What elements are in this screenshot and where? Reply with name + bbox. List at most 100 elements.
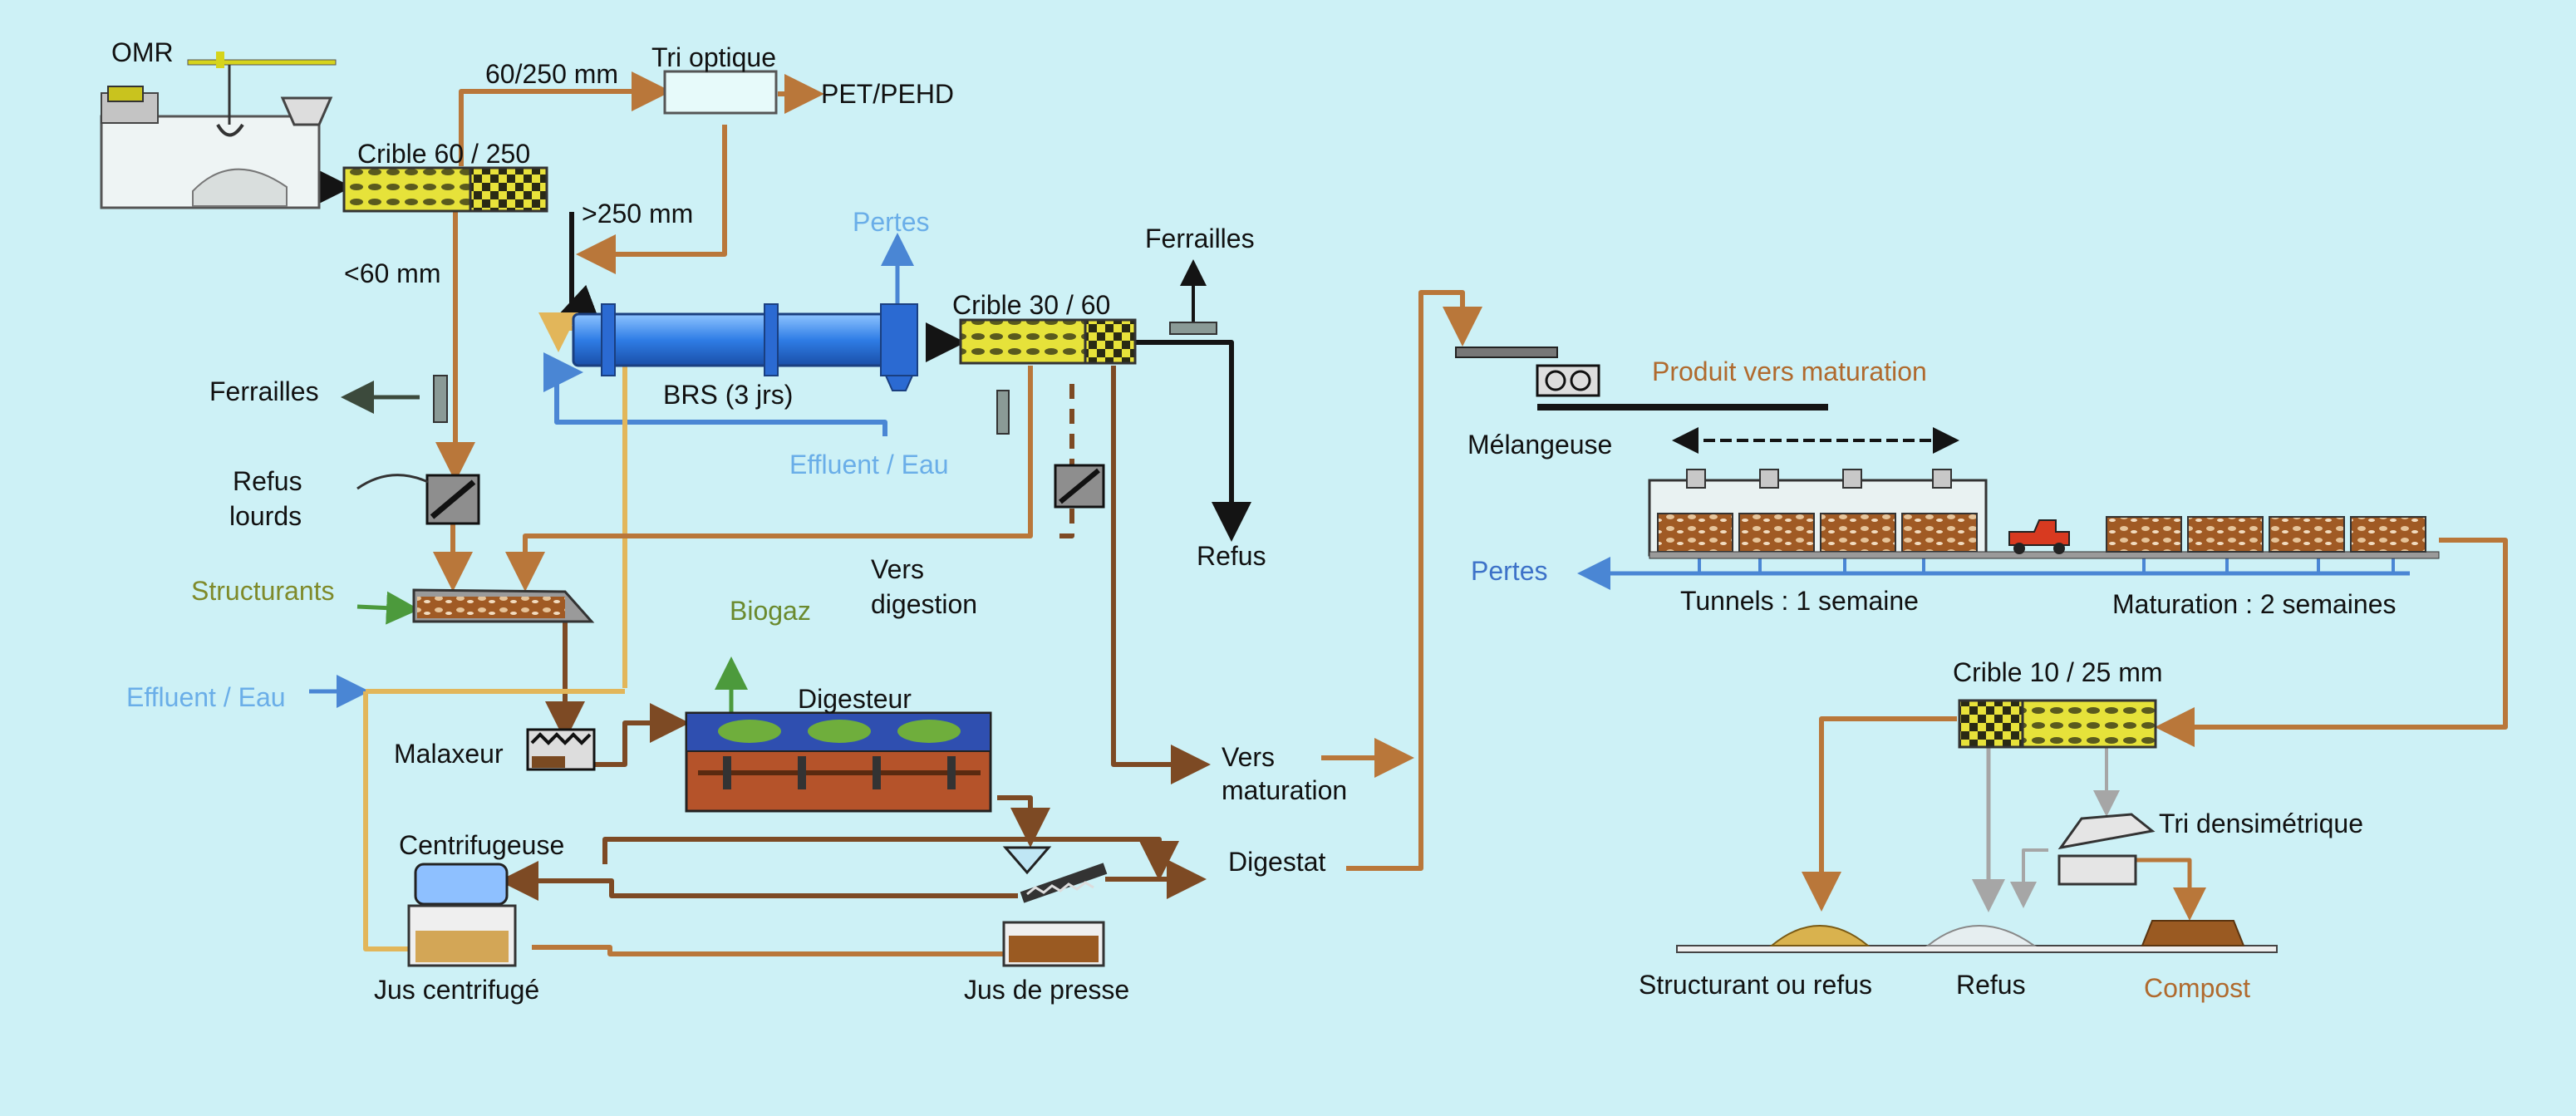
flow-effluent-brs — [543, 352, 887, 436]
flow-malaxeur-to-digesteur — [582, 703, 690, 767]
maturation-pile-4 — [2350, 516, 2426, 553]
flow-gold-recirc — [538, 312, 627, 688]
crible-60-250-fine — [342, 166, 472, 213]
refus-lourds-plate — [430, 479, 476, 519]
crible-30-60-coarse — [1084, 318, 1137, 365]
flow-structurants-in — [356, 591, 420, 625]
maturation-floor — [1649, 551, 2440, 559]
centrifugeuse-body — [414, 863, 509, 906]
label-crible-30-60: Crible 30 / 60 — [952, 290, 1110, 320]
truck-cab — [107, 86, 144, 102]
biogas-dome-3 — [897, 720, 961, 743]
label-brs: BRS (3 jrs) — [663, 380, 793, 410]
press-screw — [1020, 863, 1108, 903]
label-over-250: >250 mm — [582, 199, 693, 229]
omr-reception — [100, 52, 337, 209]
flow-digestat-up — [1346, 290, 1482, 871]
crible-60-250-coarse — [469, 166, 548, 213]
label-60-250-mm: 60/250 mm — [485, 59, 618, 89]
crible-30-60-fine — [959, 318, 1087, 365]
label-effluent-eau-mid: Effluent / Eau — [789, 450, 949, 479]
feed-conveyor — [1455, 347, 1558, 358]
label-melangeuse: Mélangeuse — [1467, 430, 1612, 460]
waste-pile — [192, 168, 288, 207]
label-refus-mid: Refus — [1197, 541, 1266, 571]
tunnel-3 — [1820, 513, 1896, 553]
label-structurant-ou-refus: Structurant ou refus — [1639, 970, 1872, 1000]
label-biogaz: Biogaz — [730, 596, 811, 626]
crane-grab — [216, 123, 244, 137]
melangeuse-rotor-2 — [1570, 370, 1591, 391]
loader-vehicle — [2008, 519, 2070, 546]
biogas-dome-2 — [808, 720, 871, 743]
brs-cylinder — [572, 312, 889, 367]
bed-material — [417, 597, 565, 618]
malaxeur-screw — [530, 732, 592, 745]
label-produit-vers-maturation: Produit vers maturation — [1652, 356, 1927, 386]
flow-to-crible-10-25 — [2155, 538, 2508, 747]
label-under-60: <60 mm — [344, 258, 440, 288]
label-tri-densimetrique: Tri densimétrique — [2159, 809, 2363, 838]
jus-centrifuge-level — [415, 931, 509, 962]
loader-wheel-1 — [2013, 543, 2025, 554]
flow-press-to-centrifuge — [499, 861, 1018, 901]
flow-to-tri-optique — [459, 71, 671, 166]
label-jus-centrifuge: Jus centrifugé — [374, 975, 539, 1005]
loader-wheel-2 — [2053, 543, 2065, 554]
structurant-mixer-bed — [412, 588, 595, 623]
label-crible-10-25: Crible 10 / 25 mm — [1953, 657, 2163, 687]
flow-pertes-drains — [1698, 555, 2395, 573]
flow-vers-maturation — [1111, 366, 1211, 784]
magnet-top — [1169, 322, 1217, 335]
label-digesteur: Digesteur — [798, 684, 912, 714]
sorter-box-mid — [1054, 464, 1105, 509]
flow-digesteur-to-press — [997, 795, 1050, 848]
label-ferrailles-top: Ferrailles — [1145, 224, 1255, 253]
label-maturation: Maturation : 2 semaines — [2112, 589, 2397, 619]
label-pertes-tunnels: Pertes — [1471, 556, 1547, 586]
centrifugeuse-unit — [407, 863, 517, 967]
label-centrifugeuse: Centrifugeuse — [399, 830, 564, 860]
tri-densimetrique-unit — [2057, 813, 2156, 886]
pile-structurant — [1769, 925, 1871, 946]
label-pertes-brs: Pertes — [853, 207, 929, 237]
paddle-1 — [723, 756, 731, 789]
paddle-4 — [947, 756, 956, 789]
crible-60-250 — [342, 166, 548, 213]
flow-over-250-arrow — [555, 284, 601, 322]
maturation-pile-3 — [2269, 516, 2345, 553]
pile-compost — [2141, 920, 2245, 946]
tunnel-4 — [1901, 513, 1978, 553]
flow-to-refus — [1101, 340, 1251, 542]
sorter-box-mid-plate — [1059, 468, 1100, 504]
flow-gold-jus — [363, 691, 414, 951]
tunnels-maturation — [1648, 469, 2440, 559]
brs-drum — [572, 303, 918, 391]
magnet-left — [433, 375, 448, 423]
label-effluent-eau-left: Effluent / Eau — [126, 682, 286, 712]
melangeuse-unit — [1455, 347, 1600, 397]
brs-cone — [884, 375, 914, 391]
crible-10-25-coarse — [1958, 699, 2024, 749]
tunnel-2 — [1738, 513, 1815, 553]
flow-vers-digestion — [505, 366, 1033, 592]
fan-1 — [1686, 469, 1706, 489]
flow-to-structurant — [1802, 716, 1957, 912]
maturation-pile-2 — [2187, 516, 2264, 553]
crane-post — [216, 52, 224, 68]
tri-optique-box — [663, 70, 778, 115]
biogas-dome-1 — [718, 720, 781, 743]
final-products — [1676, 920, 2278, 953]
brs-outlet — [880, 303, 918, 376]
melangeuse-rotor-1 — [1545, 370, 1566, 391]
crane-beam — [187, 59, 337, 66]
brs-ring-1 — [601, 303, 616, 376]
label-refus-lourds-1: Refus — [233, 466, 302, 496]
malaxeur-output — [532, 756, 565, 768]
paddle-3 — [873, 756, 881, 789]
label-tunnels: Tunnels : 1 semaine — [1680, 586, 1919, 616]
refus-lourds-separator — [356, 474, 480, 525]
fan-4 — [1932, 469, 1952, 489]
label-vers-maturation-2: maturation — [1222, 775, 1347, 805]
